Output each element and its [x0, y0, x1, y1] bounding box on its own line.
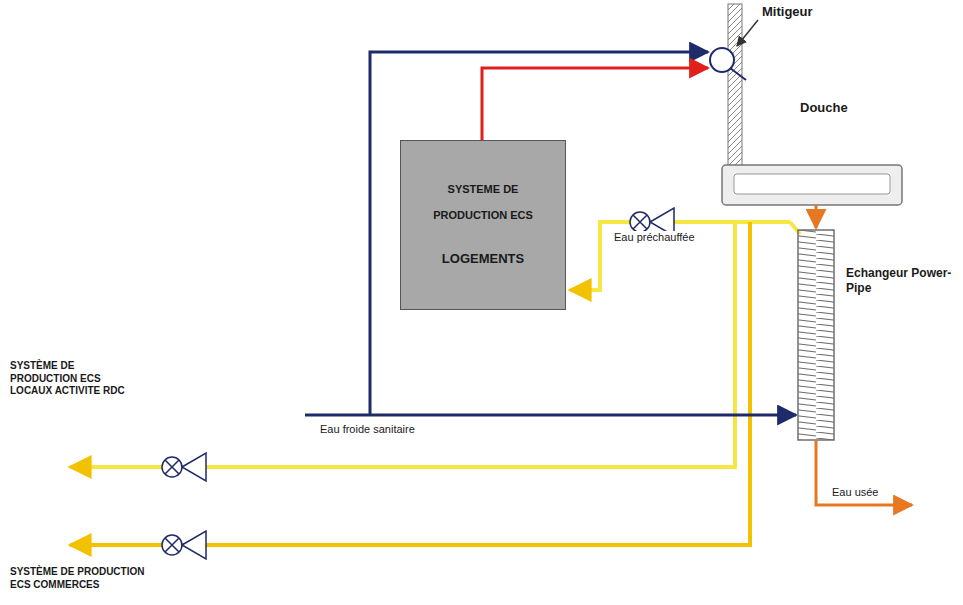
waste-water-pipe [816, 440, 912, 505]
cold-water-pipe [305, 414, 796, 417]
component-label: Douche [800, 100, 848, 116]
pipe-label: Eau froide sanitaire [318, 423, 417, 437]
shower-wall [728, 4, 742, 172]
power-pipe-exchanger [798, 230, 834, 440]
box-text: LOGEMENTS [442, 243, 524, 274]
box-text: SYSTEME DE PRODUCTION ECS [413, 176, 553, 229]
waste-water-pipe [815, 205, 818, 228]
system-label: SYSTÈME DE PRODUCTION ECS COMMERCES [10, 566, 160, 591]
shower-tray-basin [734, 174, 890, 194]
component-label: Echangeur Power-Pipe [846, 266, 956, 296]
system-label: SYSTÈME DE PRODUCTION ECS LOCAUX ACTIVIT… [10, 360, 142, 398]
cold-water-pipe [370, 52, 708, 415]
shower-head [730, 68, 746, 80]
leader-line [737, 20, 758, 46]
pipe-label: Eau usée [830, 486, 880, 500]
pipe-label: Eau préchauffée [612, 231, 697, 245]
valve-symbol [162, 453, 206, 481]
valve-symbol [162, 531, 206, 559]
shower-tray [722, 165, 902, 205]
production-box: SYSTEME DE PRODUCTION ECS LOGEMENTS [400, 140, 566, 310]
hot-water-pipe [482, 68, 708, 140]
component-label: Mitigeur [762, 4, 813, 20]
preheated-water-pipe [570, 222, 790, 290]
